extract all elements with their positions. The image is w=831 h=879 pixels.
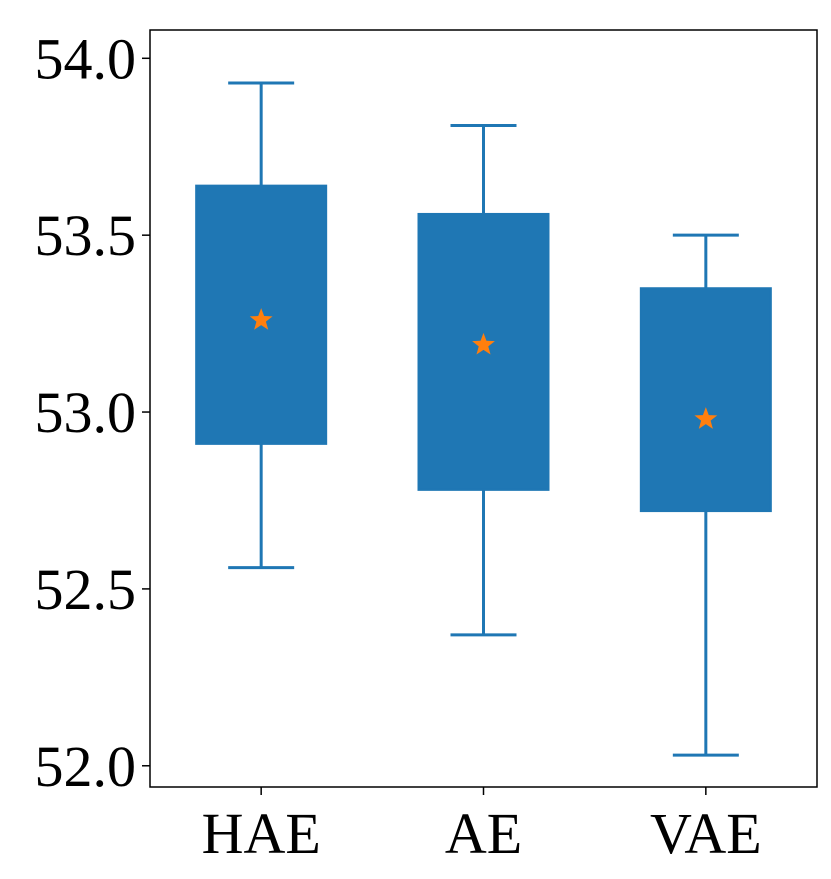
mean-marker-hae xyxy=(249,308,273,330)
x-tick-label: VAE xyxy=(650,801,762,866)
x-tick-label: AE xyxy=(445,801,522,866)
y-tick-label: 54.0 xyxy=(35,26,137,91)
y-tick-label: 53.0 xyxy=(35,380,137,445)
y-tick-label: 52.0 xyxy=(35,734,137,799)
iqr-box-ae xyxy=(417,212,550,491)
x-tick-label: HAE xyxy=(202,801,321,866)
mean-marker-vae xyxy=(694,407,718,429)
y-tick-label: 53.5 xyxy=(35,203,137,268)
plot-area xyxy=(195,81,772,757)
y-tick-label: 52.5 xyxy=(35,557,137,622)
box-vae xyxy=(639,233,772,757)
x-axis: HAE AE VAE xyxy=(202,787,762,866)
y-axis: 52.0 52.5 53.0 53.5 54.0 xyxy=(35,26,150,799)
box-ae xyxy=(417,124,550,637)
mean-marker-ae xyxy=(472,332,495,355)
iqr-box-vae xyxy=(639,287,772,513)
axes-frame xyxy=(149,29,818,788)
box-hae xyxy=(195,81,328,570)
